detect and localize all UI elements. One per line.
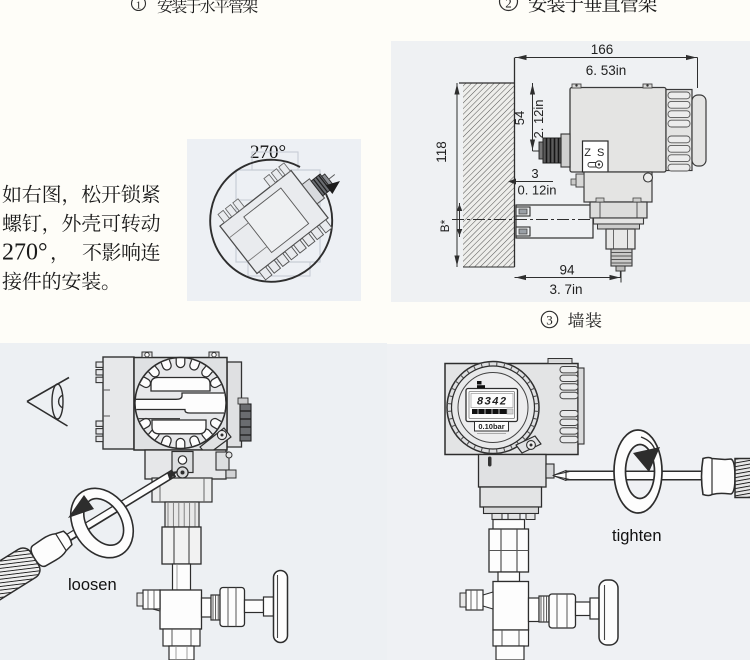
svg-text:6. 53in: 6. 53in [586,63,627,78]
svg-text:8342: 8342 [477,397,507,409]
svg-text:166: 166 [591,42,614,57]
svg-text:0. 12in: 0. 12in [517,183,556,198]
svg-text:2: 2 [505,0,512,11]
svg-text:B*: B* [438,219,452,232]
svg-text:54: 54 [512,111,527,125]
svg-text:Z S: Z S [584,147,606,159]
svg-text:loosen: loosen [68,576,117,594]
svg-text:2. 12in: 2. 12in [531,99,546,138]
svg-text:118: 118 [434,141,449,163]
svg-text:3. 7in: 3. 7in [549,282,582,297]
svg-text:270°: 270° [2,240,48,266]
svg-text:1: 1 [136,0,142,12]
svg-text:0.10bar: 0.10bar [478,422,504,431]
svg-text:3: 3 [531,166,538,181]
svg-text:94: 94 [559,263,575,278]
svg-text:3: 3 [546,313,553,328]
svg-text:tighten: tighten [612,527,662,545]
